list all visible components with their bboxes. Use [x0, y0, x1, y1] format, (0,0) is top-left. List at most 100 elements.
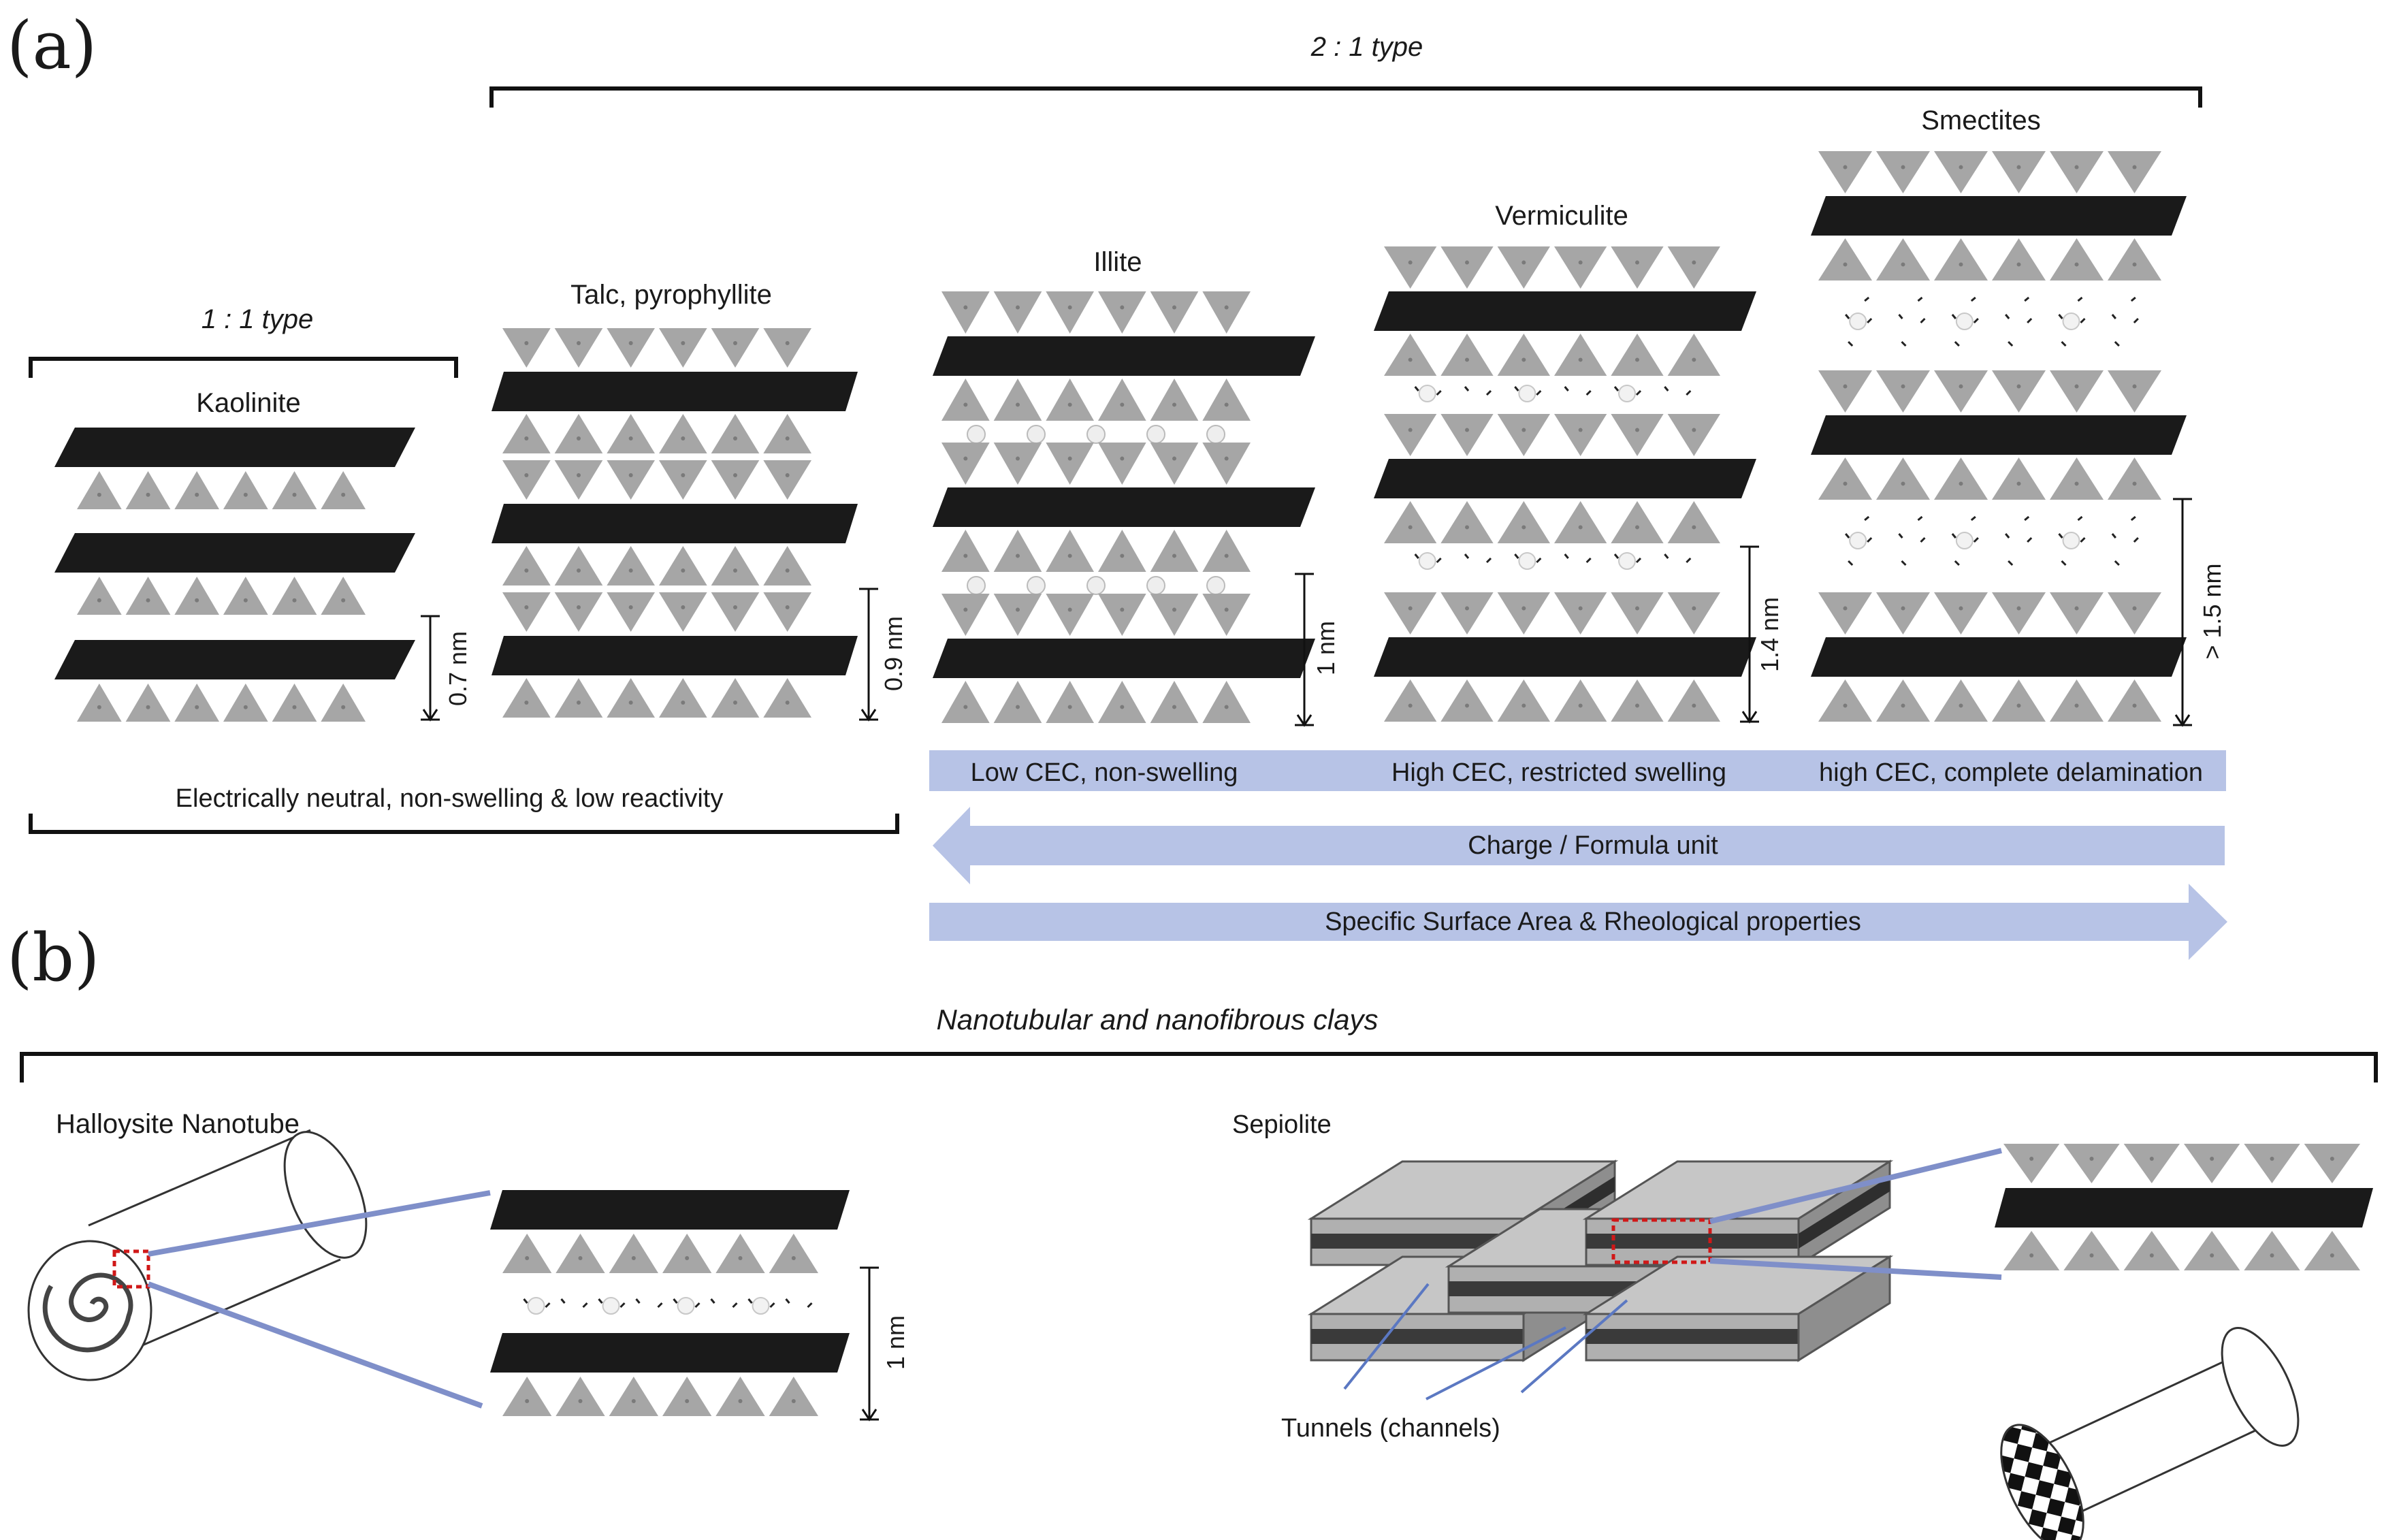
tetrahedron-center [785, 436, 790, 440]
tetrahedron-center [1635, 525, 1639, 530]
tetrahedron [272, 471, 317, 509]
tetrahedron-center [2089, 1157, 2094, 1161]
water-molecule [2008, 515, 2030, 566]
tetrahedron [1497, 414, 1550, 456]
tetrahedron-center [1120, 305, 1125, 310]
tetrahedron-center [1172, 554, 1176, 558]
tetrahedron [609, 1234, 658, 1273]
water-molecule [598, 1298, 626, 1309]
tetrahedron [2108, 458, 2161, 500]
tetrahedron [607, 414, 655, 453]
water-molecule [1845, 533, 1873, 543]
tetrahedron [607, 678, 655, 718]
tetrahedron [1992, 151, 2046, 193]
smectites-spacing: > 1.5 nm [2198, 563, 2226, 659]
tetrahedron-center [1465, 703, 1469, 708]
tetrahedron [554, 592, 603, 632]
tetrahedron [711, 414, 760, 453]
tetrahedron [77, 684, 122, 722]
nano-label: Nanotubular and nanofibrous clays [936, 1004, 1378, 1036]
tetrahedron [321, 684, 366, 722]
tetrahedron-center [2074, 703, 2079, 708]
tetrahedron-center [2074, 262, 2079, 267]
octahedral-sheet [933, 487, 1315, 527]
sepiolite-name: Sepiolite [1232, 1110, 1332, 1139]
kaolinite-spacing: 0.7 nm [444, 631, 472, 706]
tetrahedron-center [791, 1398, 796, 1403]
tetrahedron [763, 546, 811, 585]
tetrahedron-center [1465, 606, 1469, 611]
tetrahedron [1384, 246, 1437, 289]
tetrahedron-center [1692, 525, 1696, 530]
tetrahedron-center [1843, 703, 1848, 708]
tetrahedron [502, 1234, 552, 1273]
tetrahedron-center [631, 1255, 636, 1260]
water-molecule [1564, 386, 1592, 396]
tetrahedron [711, 592, 760, 632]
hydrated-cation [1418, 552, 1436, 570]
tetrahedron [993, 379, 1042, 421]
octahedral-sheet [933, 336, 1315, 376]
tetrahedron [1667, 592, 1720, 635]
fiber-cylinder [2000, 1327, 2300, 1540]
octahedral-sheet [54, 640, 415, 679]
tetrahedron-center [1120, 554, 1125, 558]
tetrahedron-center [1224, 305, 1229, 310]
tetrahedron-center [681, 568, 686, 573]
tetrahedron [2063, 1144, 2120, 1183]
tetrahedron [1818, 151, 1872, 193]
tetrahedron [554, 678, 603, 718]
tetrahedron [1150, 681, 1199, 723]
tetrahedron-center [1016, 705, 1020, 709]
tetrahedron-center [785, 341, 790, 346]
smectites-structure [1811, 151, 2187, 722]
water-molecule [1464, 554, 1492, 564]
tetrahedron-center [628, 436, 633, 440]
tetrahedron-center [2029, 1253, 2034, 1257]
tetrahedron-center [292, 705, 297, 709]
tetrahedron-center [578, 1255, 583, 1260]
tetrahedron [711, 678, 760, 718]
tetrahedron [2050, 370, 2104, 413]
tetrahedron-center [1016, 456, 1020, 461]
tetrahedron-center [2074, 165, 2079, 170]
charge-arrow [933, 807, 2225, 884]
neutral-property-label: Electrically neutral, non-swelling & low… [176, 784, 724, 813]
octahedral-sheet [490, 1190, 850, 1230]
tetrahedron [1202, 681, 1251, 723]
tetrahedron-center [2089, 1253, 2094, 1257]
tetrahedron [993, 594, 1042, 636]
tetrahedron-center [2132, 165, 2137, 170]
hydrated-cation [602, 1297, 620, 1315]
tetrahedron-center [1578, 357, 1583, 362]
interlayer-cation [1206, 576, 1225, 595]
tetrahedron-center [2016, 481, 2021, 486]
water-molecule [2061, 296, 2083, 347]
halloysite-tube [27, 1129, 368, 1381]
tetrahedron-center [733, 341, 737, 346]
tetrahedron [223, 471, 268, 509]
tetrahedron-center [1521, 357, 1526, 362]
hydrated-cation [1849, 532, 1867, 549]
tetrahedron [1202, 291, 1251, 334]
hydrated-cation [1618, 385, 1636, 402]
panel-a-label: (a) [7, 7, 97, 84]
tetrahedron-center [1172, 305, 1176, 310]
tetrahedron [659, 460, 707, 500]
tetrahedron [1667, 334, 1720, 376]
hydrated-cation [677, 1297, 695, 1315]
tetrahedron-center [195, 492, 199, 497]
tetrahedron-center [1692, 606, 1696, 611]
interlayer-cation [1146, 576, 1165, 595]
tetrahedron-center [524, 436, 529, 440]
tetrahedron-center [738, 1398, 743, 1403]
tetrahedron-center [1521, 428, 1526, 432]
water-molecule [1898, 533, 1926, 543]
octahedral-sheet [490, 1333, 850, 1373]
neutral-bracket [29, 814, 899, 834]
tetrahedron [1098, 379, 1146, 421]
interlayer-cation [1206, 425, 1225, 444]
tetrahedron-center [1521, 703, 1526, 708]
tetrahedron [502, 460, 551, 500]
tetrahedron [554, 328, 603, 368]
